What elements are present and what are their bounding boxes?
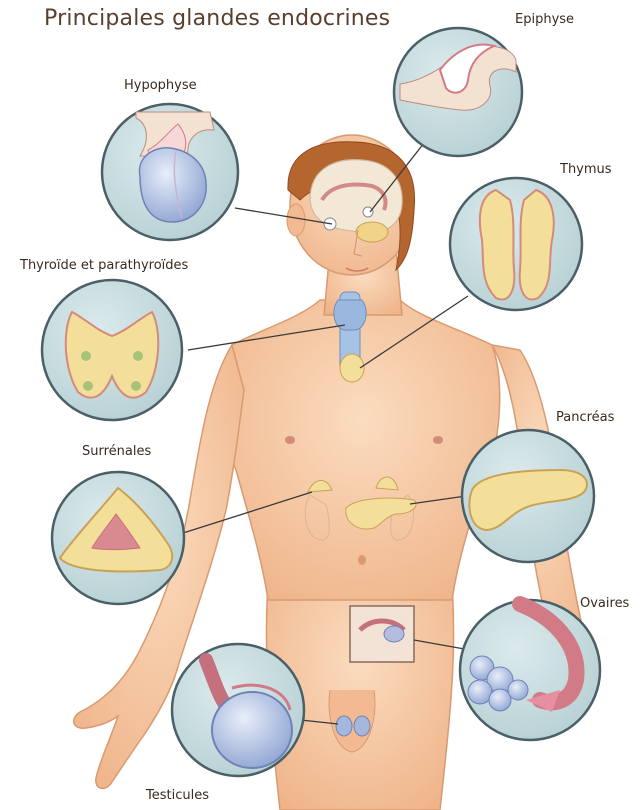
label-testicules: Testicules <box>146 788 209 803</box>
hypophyse-inset <box>102 104 238 240</box>
testicules-inset <box>172 644 304 776</box>
ovaires-inset <box>460 600 600 740</box>
surrenales-inset <box>52 472 184 604</box>
label-thyroide: Thyroïde et parathyroïdes <box>20 258 188 273</box>
label-epiphyse: Epiphyse <box>515 12 574 27</box>
label-thymus: Thymus <box>560 162 612 177</box>
label-pancreas: Pancréas <box>556 410 614 425</box>
diagram-title: Principales glandes endocrines <box>44 6 390 31</box>
thymus-inset <box>450 178 582 310</box>
label-hypophyse: Hypophyse <box>124 78 197 93</box>
pancreas-inset <box>462 430 594 562</box>
ovary-box <box>350 606 414 662</box>
label-surrenales: Surrénales <box>82 444 151 459</box>
epiphyse-inset <box>394 28 522 156</box>
thyroide-inset <box>42 280 182 420</box>
label-ovaires: Ovaires <box>580 596 629 611</box>
